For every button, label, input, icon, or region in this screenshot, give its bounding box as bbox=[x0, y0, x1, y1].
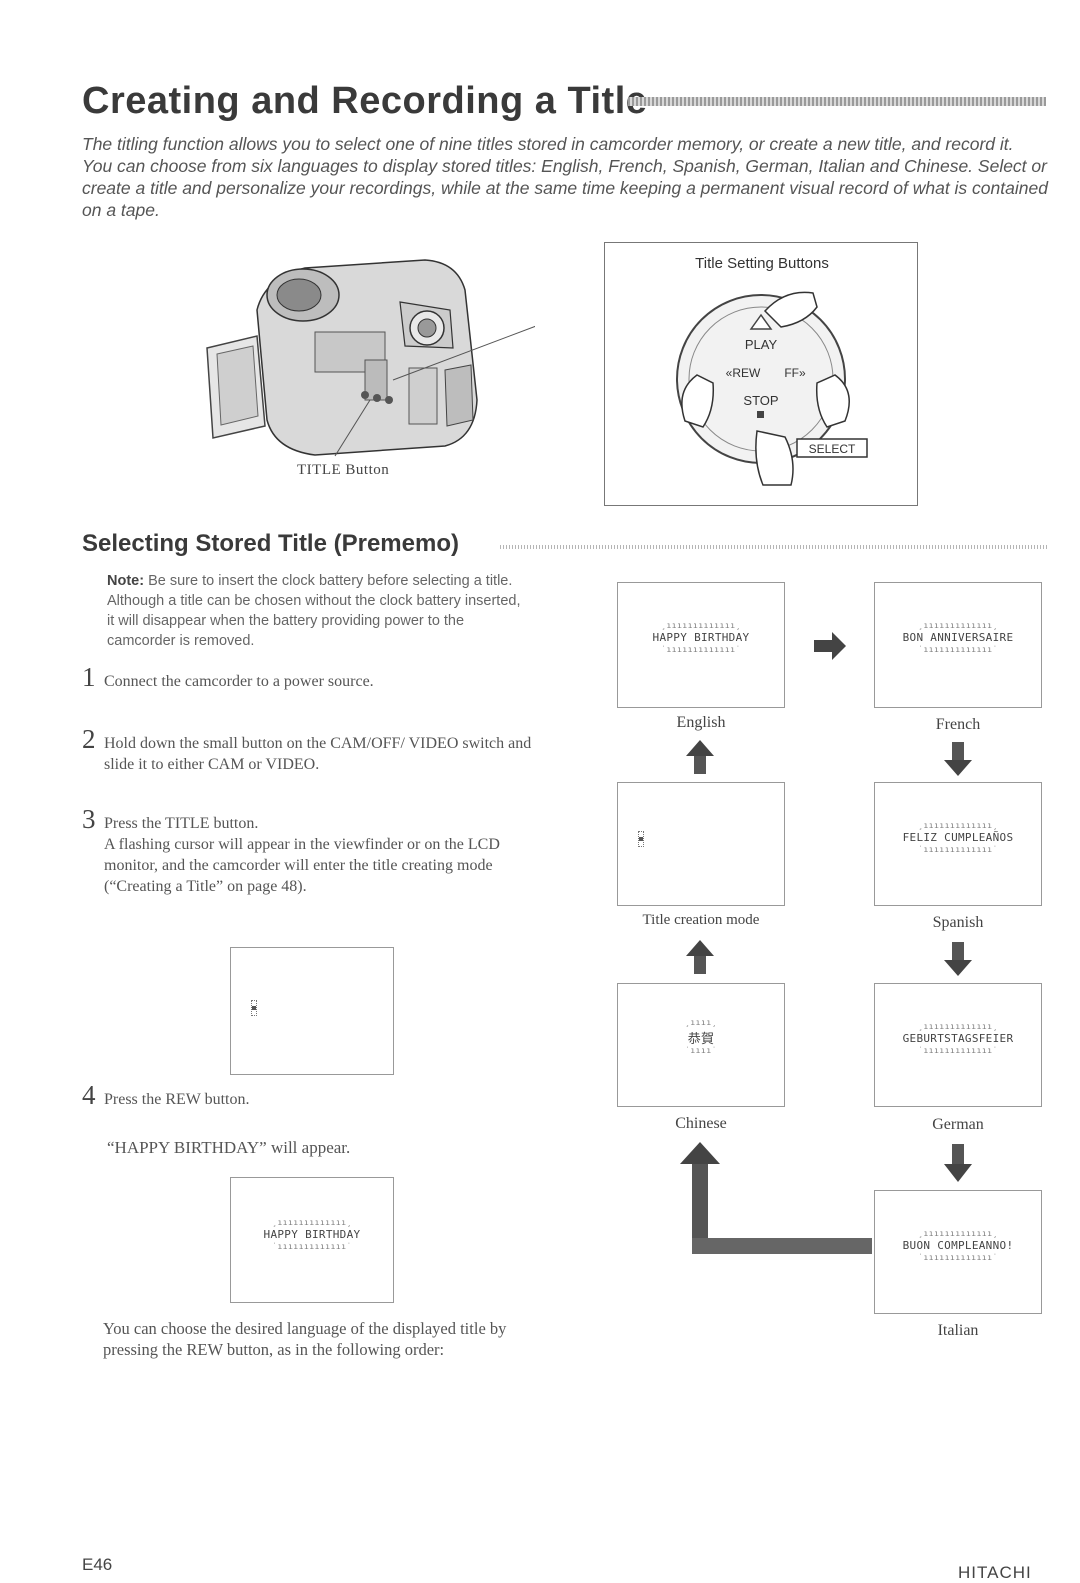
title-ticks-bottom: ˙ııııııııııııı˙ bbox=[918, 845, 998, 854]
caption-chinese: Chinese bbox=[675, 1115, 727, 1132]
lcd-title-text: BON ANNIVERSAIRE bbox=[902, 631, 1014, 644]
lcd-screen-english: ¸ııııııııııııı¸ HAPPY BIRTHDAY ˙ıııııııı… bbox=[617, 582, 785, 708]
lcd-title-text: HAPPY BIRTHDAY bbox=[652, 631, 750, 644]
lcd-screen-title-creation bbox=[617, 782, 785, 906]
ff-label: FF» bbox=[784, 366, 806, 380]
lcd-screen-german: ¸ııııııııııııı¸ GEBURTSTAGSFEIER ˙ıııııı… bbox=[874, 983, 1042, 1107]
control-dial-diagram: PLAY «REW FF» STOP SELECT bbox=[676, 291, 868, 486]
title-ticks-bottom: ˙ııııııııııııı˙ bbox=[918, 645, 998, 654]
lcd-title-text: 恭賀 bbox=[687, 1032, 715, 1047]
step-text: Hold down the small button on the CAM/OF… bbox=[104, 735, 532, 773]
section-rule bbox=[500, 545, 1048, 549]
note-label: Note: bbox=[107, 573, 145, 589]
note-text: Be sure to insert the clock battery befo… bbox=[107, 573, 521, 649]
lcd-title-text: FELIZ CUMPLEAÑOS bbox=[902, 831, 1014, 844]
lcd-title-text: GEBURTSTAGSFEIER bbox=[902, 1032, 1014, 1045]
lcd-screen-italian: ¸ııııııııııııı¸ BUON COMPLEANNO! ˙ıııııı… bbox=[874, 1190, 1042, 1314]
title-ticks-bottom: ˙ııııııııııııı˙ bbox=[918, 1046, 998, 1055]
camcorder-illustration bbox=[206, 259, 535, 457]
title-ticks-bottom: ˙ıııı˙ bbox=[685, 1046, 717, 1055]
caption-english: English bbox=[676, 714, 726, 731]
step-4-detail: “HAPPY BIRTHDAY” will appear. bbox=[107, 1138, 351, 1157]
step-number: 1 bbox=[82, 662, 96, 692]
arrow-down-icon bbox=[944, 942, 972, 976]
caption-italian: Italian bbox=[937, 1322, 979, 1339]
caption-french: French bbox=[935, 716, 981, 733]
lcd-screen-spanish: ¸ııııııııııııı¸ FELIZ CUMPLEAÑOS ˙ıııııı… bbox=[874, 782, 1042, 906]
title-ticks-bottom: ˙ııııııııııııı˙ bbox=[272, 1242, 352, 1251]
arrow-up-icon bbox=[686, 940, 714, 974]
note: Note: Be sure to insert the clock batter… bbox=[107, 571, 527, 651]
page-number: E46 bbox=[82, 1555, 113, 1574]
arrow-up-icon bbox=[686, 740, 714, 774]
lcd-title-text: HAPPY BIRTHDAY bbox=[263, 1228, 361, 1241]
title-setting-buttons-heading: Title Setting Buttons bbox=[695, 255, 829, 272]
title-ticks-bottom: ˙ııııııııııııı˙ bbox=[918, 1253, 998, 1262]
rew-label: «REW bbox=[726, 366, 761, 380]
step-number: 4 bbox=[82, 1080, 96, 1110]
title-ticks-top: ¸ııııııııııııı¸ bbox=[918, 1229, 998, 1238]
lcd-screen-french: ¸ııııııııııııı¸ BON ANNIVERSAIRE ˙ıııııı… bbox=[874, 582, 1042, 708]
stop-label: STOP bbox=[743, 393, 778, 408]
title-ticks-top: ¸ııııııııııııı¸ bbox=[918, 821, 998, 830]
title-setting-buttons-box: Title Setting Buttons PLAY «REW FF» STOP… bbox=[604, 242, 918, 506]
play-label: PLAY bbox=[745, 337, 778, 352]
cursor-icon bbox=[251, 1000, 257, 1016]
step-text: Press the REW button. bbox=[104, 1091, 250, 1108]
title-ticks-bottom: ˙ııııııııııııı˙ bbox=[661, 645, 741, 654]
caption-german: German bbox=[932, 1116, 984, 1133]
title-rule bbox=[628, 97, 1046, 106]
title-button-label: TITLE Button bbox=[297, 462, 390, 478]
arrow-down-icon bbox=[944, 742, 972, 776]
title-ticks-top: ¸ııııııııııııı¸ bbox=[272, 1218, 352, 1227]
cursor-icon bbox=[638, 831, 644, 847]
step-text: Connect the camcorder to a power source. bbox=[104, 673, 374, 690]
arrow-right-icon bbox=[814, 632, 846, 660]
page-title: Creating and Recording a Title bbox=[82, 80, 648, 122]
step-text: Press the TITLE button. bbox=[104, 815, 259, 832]
arrow-down-icon bbox=[944, 1144, 972, 1182]
title-ticks-top: ¸ııııııııııııı¸ bbox=[918, 1022, 998, 1031]
intro-paragraph: The titling function allows you to selec… bbox=[82, 134, 1048, 220]
caption-spanish: Spanish bbox=[932, 914, 984, 931]
title-ticks-top: ¸ııııııııııııı¸ bbox=[661, 621, 741, 630]
lcd-title-text: BUON COMPLEANNO! bbox=[902, 1239, 1014, 1252]
section-heading: Selecting Stored Title (Prememo) bbox=[82, 530, 459, 557]
select-label: SELECT bbox=[809, 442, 856, 456]
return-arrow-icon bbox=[680, 1142, 872, 1254]
title-ticks-top: ¸ııııııııııııı¸ bbox=[918, 621, 998, 630]
closing-paragraph: You can choose the desired language of t… bbox=[103, 1319, 507, 1359]
step-number: 3 bbox=[82, 804, 96, 834]
title-ticks-top: ¸ıııı¸ bbox=[685, 1018, 717, 1027]
lcd-screen-happy-birthday: ¸ııııııııııııı¸ HAPPY BIRTHDAY ˙ıııııııı… bbox=[230, 1177, 394, 1303]
lcd-screen-cursor bbox=[230, 947, 394, 1075]
step-detail: A flashing cursor will appear in the vie… bbox=[104, 836, 500, 895]
lcd-screen-chinese: ¸ıııı¸ 恭賀 ˙ıııı˙ bbox=[617, 983, 785, 1107]
caption-title-creation-mode: Title creation mode bbox=[642, 912, 760, 928]
step-number: 2 bbox=[82, 724, 96, 754]
brand-logo: HITACHI bbox=[958, 1563, 1032, 1582]
